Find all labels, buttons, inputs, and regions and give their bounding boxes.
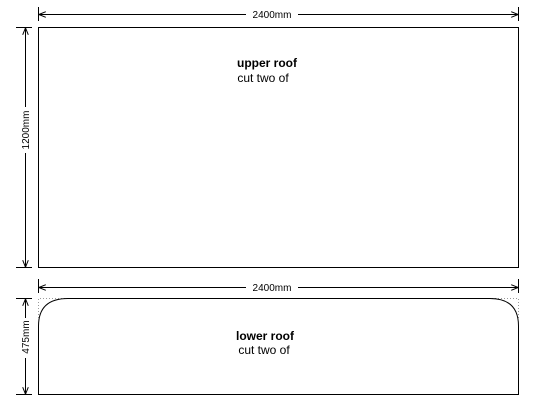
- lower-roof-corner-guide: [38, 298, 519, 318]
- upper-roof-group: 2400mm 1200mm upper roof cut two of: [16, 7, 519, 268]
- upper-roof-note: cut two of: [237, 71, 289, 85]
- upper-height-label: 1200mm: [21, 111, 32, 150]
- lower-height-label: 475mm: [21, 320, 32, 353]
- lower-width-label: 2400mm: [253, 283, 292, 294]
- upper-roof-title: upper roof: [237, 56, 298, 70]
- lower-roof-title: lower roof: [236, 329, 295, 343]
- lower-roof-group: 2400mm 475mm lower roof cut two of: [16, 279, 519, 395]
- lower-roof-note: cut two of: [238, 343, 290, 357]
- upper-width-label: 2400mm: [253, 10, 292, 21]
- lower-roof-panel: [38, 298, 519, 395]
- upper-roof-panel: [38, 27, 519, 268]
